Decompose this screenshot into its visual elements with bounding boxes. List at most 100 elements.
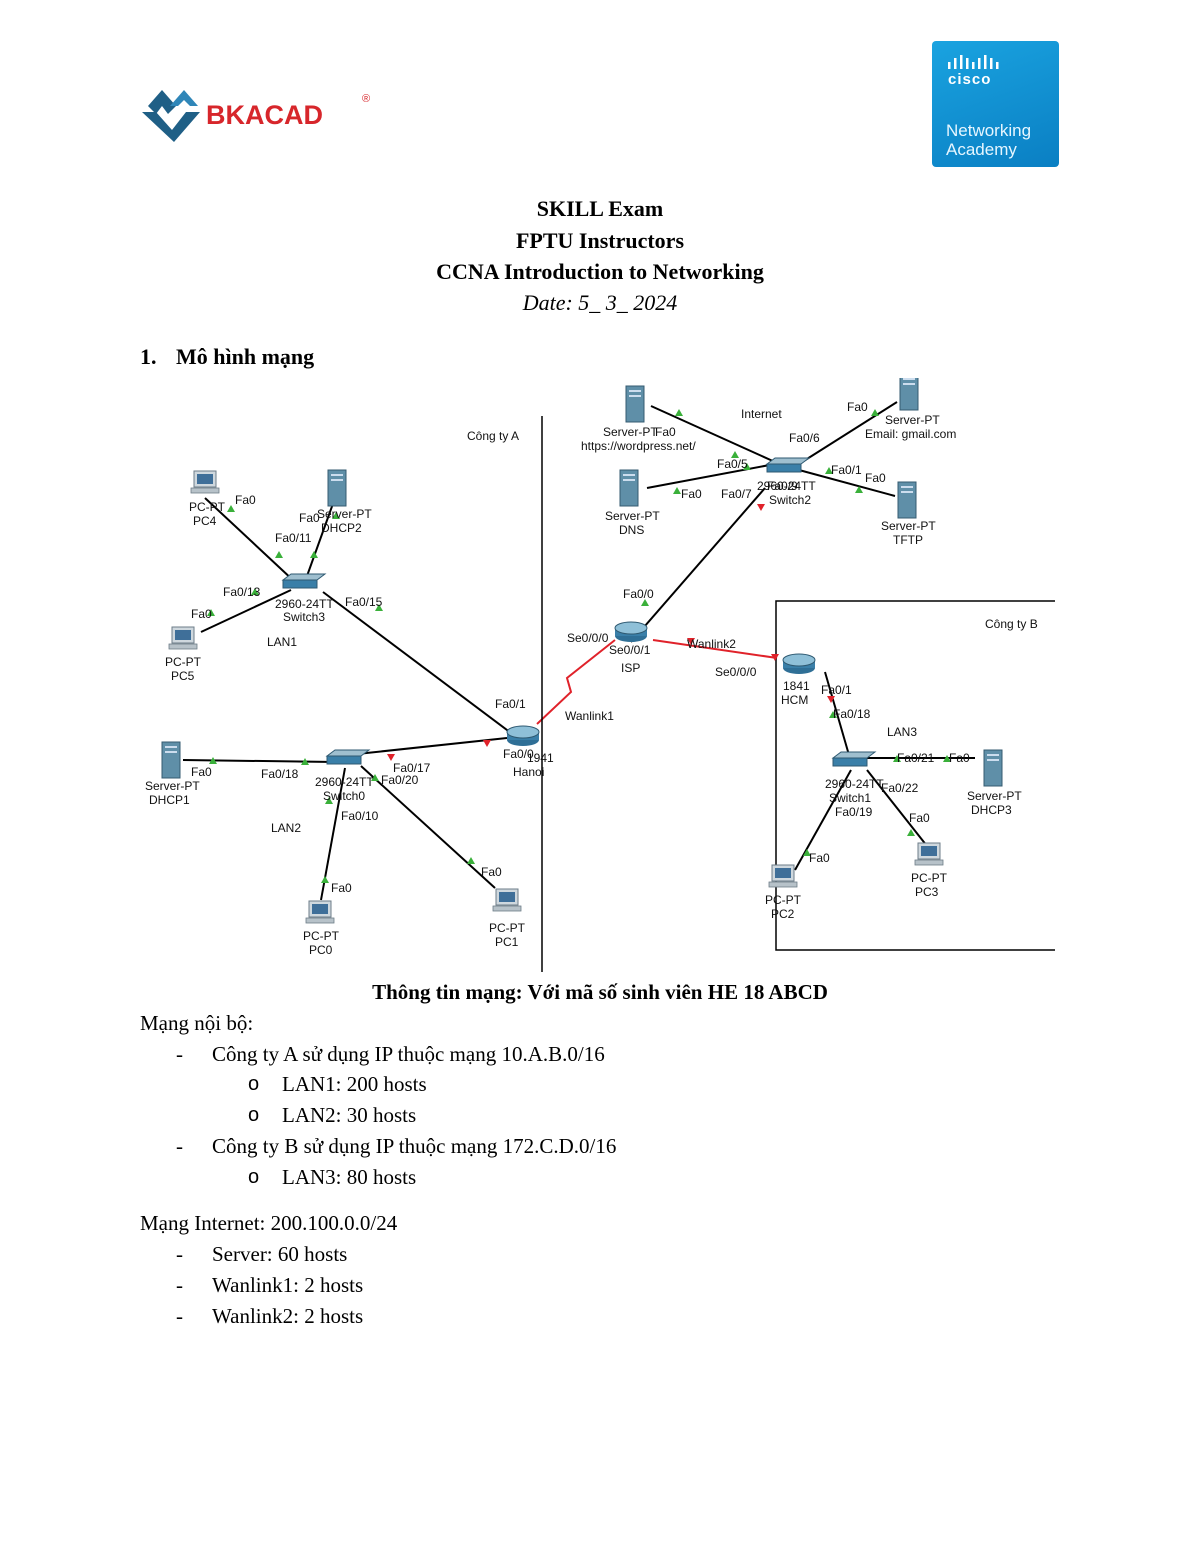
port-label: Fa0/1	[831, 463, 862, 477]
wordpress-server-icon	[625, 385, 645, 423]
port-label: Fa0	[909, 811, 930, 825]
port-label: Fa0/21	[897, 751, 935, 765]
hanoi-router-icon	[506, 725, 540, 747]
registered-mark: ®	[362, 93, 370, 105]
port-label: Fa0/20	[381, 773, 419, 787]
port-label: Fa0/9	[767, 479, 798, 493]
link-dns-switch2	[646, 463, 776, 489]
dhcp2-server-icon	[327, 469, 347, 507]
internal-network-heading: Mạng nội bộ:	[140, 1011, 254, 1035]
link-hcm-switch1	[824, 671, 852, 763]
port-label: Fa0/6	[789, 431, 820, 445]
port-label: Fa0	[865, 471, 886, 485]
section-title: Mô hình mạng	[176, 344, 315, 369]
exam-date: Date: 5_ 3_ 2024	[522, 290, 678, 315]
port-label: Fa0/0	[503, 747, 534, 761]
link-wordpress-switch2	[650, 405, 776, 463]
link-isp-switch2	[630, 487, 766, 643]
bkacad-mark-upper	[148, 90, 176, 114]
port-label: Fa0	[847, 400, 868, 414]
dhcp2-type-label: Server-PT	[317, 507, 372, 521]
port-label: Fa0/0	[623, 587, 654, 601]
port-label: Fa0/1	[495, 697, 526, 711]
list-dash: -	[176, 1304, 183, 1328]
isp-serial-label: Se0/0/1	[609, 643, 651, 657]
list-dash: -	[176, 1273, 183, 1297]
link-isp-hcm-serial	[652, 639, 778, 659]
list-bullet: o	[248, 1073, 260, 1095]
port-label: Fa0	[949, 751, 970, 765]
list-bullet: o	[248, 1104, 260, 1126]
wanlink2-label: Wanlink2	[687, 637, 736, 651]
pc1-type-label: PC-PT	[489, 921, 526, 935]
cisco-wordmark: cisco	[948, 71, 992, 88]
ethernet-links	[182, 401, 975, 901]
pc0-type-label: PC-PT	[303, 929, 340, 943]
port-label: Fa0/15	[345, 595, 383, 609]
cisco-bars-icon	[948, 55, 999, 69]
course-title: CCNA Introduction to Networking	[436, 259, 764, 284]
list-dash: -	[176, 1134, 183, 1158]
wordpress-url-label: https://wordpress.net/	[581, 439, 696, 453]
tftp-name-label: TFTP	[893, 533, 923, 547]
dhcp3-server-icon	[983, 749, 1003, 787]
pc5-icon	[168, 626, 198, 650]
link-hanoi-isp-serial	[536, 639, 616, 725]
link-up-markers	[207, 409, 951, 883]
lan3-label: LAN3	[887, 725, 917, 739]
link-switch2-email	[798, 401, 898, 465]
link-switch2-tftp	[798, 469, 896, 497]
port-label: Se0/0/0	[715, 665, 757, 679]
port-label: Fa0	[235, 493, 256, 507]
tftp-server-icon	[897, 481, 917, 519]
internet-label: Internet	[741, 407, 782, 421]
company-b-label: Công ty B	[985, 617, 1038, 631]
pc1-name-label: PC1	[495, 935, 519, 949]
port-label: Fa0/11	[275, 531, 312, 545]
section-number: 1.	[140, 344, 157, 369]
link-pc5-switch3	[200, 589, 292, 633]
network-topology-diagram: Công ty A Công ty B Internet LAN1 LAN2 L…	[145, 378, 1055, 972]
wordpress-type-label: Server-PT	[603, 425, 658, 439]
port-label: Fa0/7	[721, 487, 752, 501]
link-pc4-switch3	[204, 497, 296, 583]
lan1-hosts: LAN1: 200 hosts	[282, 1072, 427, 1096]
switch0-icon	[326, 749, 370, 765]
port-label: Fa0/22	[881, 781, 919, 795]
pc3-type-label: PC-PT	[911, 871, 948, 885]
hcm-router-icon	[782, 653, 816, 675]
company-b-boundary	[775, 600, 1055, 951]
port-label: Fa0	[331, 881, 352, 895]
isp-router-icon	[614, 621, 648, 643]
cisco-networking-academy-logo: cisco Networking Academy	[932, 41, 1059, 167]
pc1-icon	[492, 888, 522, 912]
port-label: Fa0/5	[717, 457, 748, 471]
exam-title: SKILL Exam	[536, 196, 664, 221]
dns-type-label: Server-PT	[605, 509, 660, 523]
port-label: Fa0/13	[223, 585, 261, 599]
hcm-name-label: HCM	[781, 693, 808, 707]
wanlink2-hosts: Wanlink2: 2 hosts	[212, 1304, 364, 1328]
port-label: Fa0/18	[833, 707, 871, 721]
server-hosts: Server: 60 hosts	[212, 1242, 348, 1266]
dns-name-label: DNS	[619, 523, 644, 537]
pc3-name-label: PC3	[915, 885, 939, 899]
dhcp1-name-label: DHCP1	[149, 793, 190, 807]
port-label: Fa0/18	[261, 767, 299, 781]
hanoi-name-label: Hanoi	[513, 765, 544, 779]
dhcp2-name-label: DHCP2	[321, 521, 362, 535]
port-label: Fa0	[191, 607, 212, 621]
port-label: Se0/0/0	[567, 631, 609, 645]
exam-subtitle: FPTU Instructors	[515, 228, 685, 253]
dhcp3-name-label: DHCP3	[971, 803, 1012, 817]
email-type-label: Server-PT	[885, 413, 940, 427]
company-a-label: Công ty A	[467, 429, 519, 443]
port-label: Fa0	[299, 511, 320, 525]
pc0-name-label: PC0	[309, 943, 333, 957]
internet-network-heading: Mạng Internet: 200.100.0.0/24	[140, 1211, 398, 1235]
switch2-icon	[766, 457, 810, 473]
bkacad-logo: BKACAD ®	[140, 86, 390, 146]
list-bullet: o	[248, 1166, 260, 1188]
pc2-type-label: PC-PT	[765, 893, 802, 907]
dhcp3-type-label: Server-PT	[967, 789, 1022, 803]
